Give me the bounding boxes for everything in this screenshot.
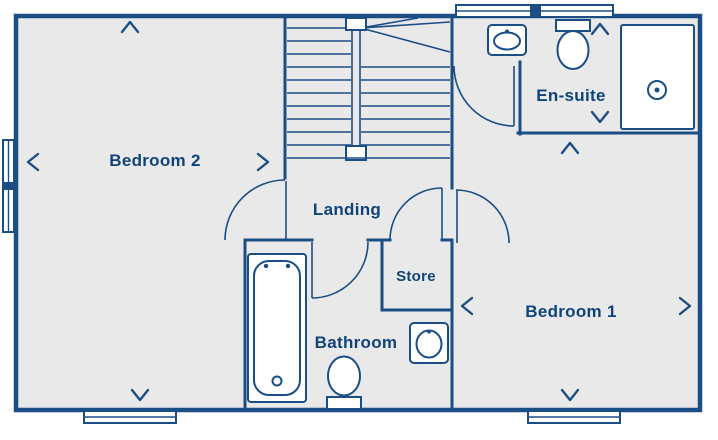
bedroom2-door	[224, 179, 287, 241]
window-pier	[531, 4, 540, 18]
interior-walls	[243, 14, 702, 412]
staircase	[287, 17, 451, 161]
window-bottom-left	[83, 410, 177, 424]
stair-stringer	[345, 17, 367, 161]
bathroom-door	[311, 241, 369, 299]
doors	[224, 65, 515, 299]
bedroom1-dim-left-icon	[460, 296, 474, 316]
bedroom2-dim-down-icon	[130, 388, 150, 402]
window-bottom-right	[527, 410, 621, 424]
bedroom2-label: Bedroom 2	[109, 151, 201, 170]
bedroom1-door	[455, 189, 510, 244]
bathtub-fixture	[247, 253, 307, 403]
bedroom2-dim-left-icon	[26, 152, 40, 172]
landing-label: Landing	[313, 200, 381, 219]
bathroom-basin-fixture	[409, 322, 449, 364]
bedroom2-dim-right-icon	[256, 152, 270, 172]
ensuite-dim-down-icon	[590, 110, 610, 124]
stair-treads-right	[361, 66, 450, 146]
ensuite-basin-fixture	[487, 24, 527, 56]
shower-fixture	[620, 24, 695, 130]
windows	[2, 4, 621, 424]
window-top-2	[539, 4, 614, 18]
stair-newel-bottom	[345, 145, 367, 161]
bathroom-toilet-fixture	[326, 355, 362, 410]
bedroom1-label: Bedroom 1	[525, 302, 617, 321]
stair-treads-left	[287, 27, 351, 146]
dimension-arrows	[26, 20, 692, 402]
store-door	[389, 187, 443, 241]
bedroom1-dim-right-icon	[678, 296, 692, 316]
stair-winders	[360, 17, 451, 53]
ensuite-label: En-suite	[536, 86, 605, 105]
fixtures	[247, 19, 695, 410]
bedroom1-dim-down-icon	[560, 388, 580, 402]
window-left	[2, 139, 15, 233]
room-labels: Bedroom 2 Landing Store Bathroom Bedroom…	[109, 86, 617, 352]
stair-newel-top	[345, 17, 367, 31]
bedroom1-dim-up-icon	[560, 141, 580, 155]
window-top-1	[455, 4, 532, 18]
store-label: Store	[396, 268, 436, 285]
ensuite-door	[453, 65, 515, 127]
ensuite-dim-up-icon	[590, 22, 610, 36]
floor-area	[14, 14, 702, 412]
window-pier	[2, 182, 15, 190]
bathroom-label: Bathroom	[315, 333, 398, 352]
bedroom2-dim-up-icon	[120, 20, 140, 34]
ensuite-toilet-fixture	[555, 19, 591, 70]
